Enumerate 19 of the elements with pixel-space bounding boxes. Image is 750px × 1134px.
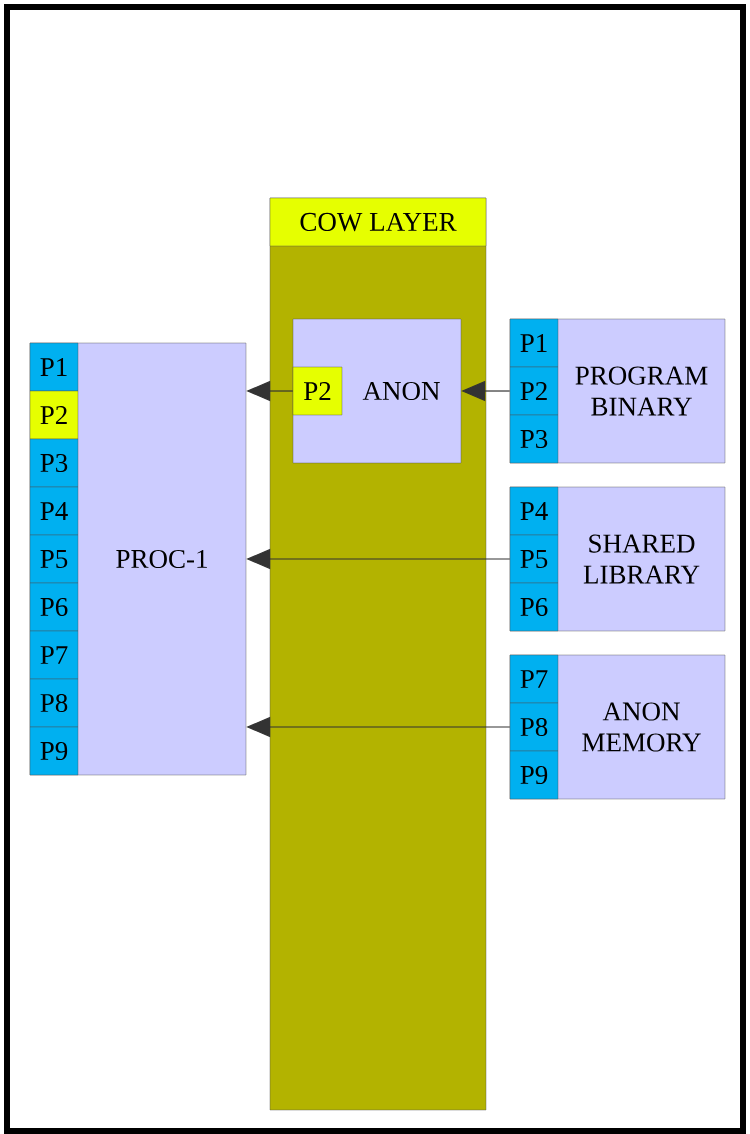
page-cell: P3	[29, 438, 79, 488]
page-cell: P7	[509, 654, 559, 704]
page-cell: P1	[509, 318, 559, 368]
page-cell: P9	[29, 726, 79, 776]
page-cell: P1	[29, 342, 79, 392]
page-cell: P4	[29, 486, 79, 536]
page-cell: P8	[509, 702, 559, 752]
page-cell: P2	[292, 366, 343, 416]
page-cell: P7	[29, 630, 79, 680]
page-cell: P9	[509, 750, 559, 800]
page-cell: P5	[29, 534, 79, 584]
page-cell: P6	[509, 582, 559, 632]
page-cell: P2	[509, 366, 559, 416]
page-cell: P2	[29, 390, 79, 440]
page-cell: P6	[29, 582, 79, 632]
page-cell: P3	[509, 414, 559, 464]
page-cell: P8	[29, 678, 79, 728]
page-cell: P5	[509, 534, 559, 584]
page-cell: P4	[509, 486, 559, 536]
